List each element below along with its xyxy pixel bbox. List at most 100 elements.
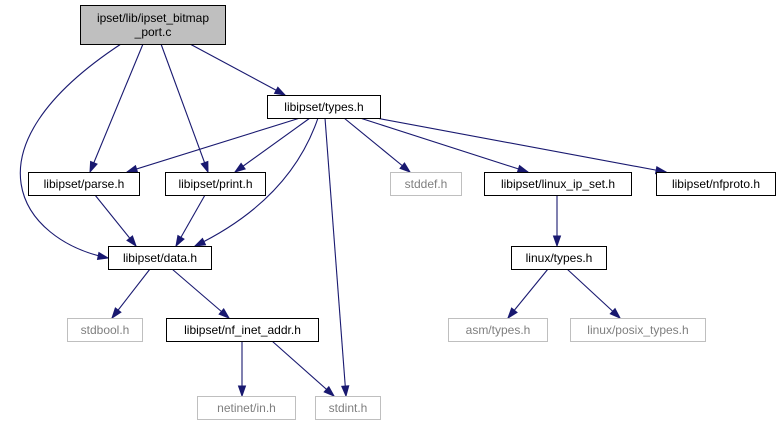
edge-types-to-stddef xyxy=(343,117,412,173)
arrowhead-icon xyxy=(89,160,98,174)
node-box xyxy=(448,318,548,342)
node-label: _port.c xyxy=(134,25,172,39)
node-box[interactable] xyxy=(28,172,140,196)
edge-line xyxy=(507,268,549,319)
edge-types-to-stdint xyxy=(324,117,350,398)
arrowhead-icon xyxy=(341,385,350,398)
node-box xyxy=(315,396,381,420)
arrowhead-icon xyxy=(273,86,287,96)
arrowhead-icon xyxy=(175,234,185,248)
node-parse[interactable]: libipset/parse.h xyxy=(28,172,140,196)
node-box[interactable] xyxy=(484,172,632,196)
node-asm-types: asm/types.h xyxy=(448,318,548,342)
node-root[interactable]: ipset/lib/ipset_bitmap_port.c xyxy=(80,5,226,45)
node-box[interactable] xyxy=(656,172,776,196)
node-data[interactable]: libipset/data.h xyxy=(108,246,212,270)
arrowhead-icon xyxy=(200,160,209,174)
node-stdbool: stdbool.h xyxy=(67,318,143,342)
edge-line xyxy=(171,268,230,319)
edge-data-to-stdbool xyxy=(111,268,151,320)
node-label: linux/posix_types.h xyxy=(587,323,688,337)
node-label: netinet/in.h xyxy=(217,401,276,415)
node-box xyxy=(197,396,296,420)
arrowhead-icon xyxy=(111,307,122,320)
edge-line xyxy=(359,117,529,173)
edge-line xyxy=(566,268,621,319)
edge-line xyxy=(194,117,319,247)
edge-line xyxy=(19,43,122,259)
edge-print-to-data xyxy=(175,194,206,248)
edge-line xyxy=(343,117,411,173)
node-nfproto[interactable]: libipset/nfproto.h xyxy=(656,172,776,196)
node-label: libipset/nfproto.h xyxy=(672,177,760,191)
node-box xyxy=(390,172,462,196)
node-label: stdbool.h xyxy=(81,323,130,337)
node-label: libipset/parse.h xyxy=(44,177,125,191)
arrowhead-icon xyxy=(609,307,622,320)
node-netinet-in: netinet/in.h xyxy=(197,396,296,420)
node-label: stddef.h xyxy=(405,177,448,191)
nodes-layer: ipset/lib/ipset_bitmap_port.c libipset/ty… xyxy=(28,5,776,420)
edge-types-to-print xyxy=(233,117,311,173)
node-label: libipset/linux_ip_set.h xyxy=(501,177,615,191)
edge-line xyxy=(234,117,311,173)
node-types[interactable]: libipset/types.h xyxy=(267,95,381,119)
arrowhead-icon xyxy=(126,235,137,248)
node-label: stdint.h xyxy=(329,401,368,415)
arrowhead-icon xyxy=(218,307,231,319)
edge-line xyxy=(89,43,144,173)
node-box[interactable] xyxy=(165,172,266,196)
node-print[interactable]: libipset/print.h xyxy=(165,172,266,196)
node-stddef: stddef.h xyxy=(390,172,462,196)
node-label: ipset/lib/ipset_bitmap xyxy=(97,11,209,25)
arrowhead-icon xyxy=(399,162,412,173)
node-linux-ip-set[interactable]: libipset/linux_ip_set.h xyxy=(484,172,632,196)
edge-line xyxy=(189,43,286,96)
node-label: asm/types.h xyxy=(466,323,531,337)
node-box[interactable] xyxy=(166,318,319,342)
arrowhead-icon xyxy=(552,235,562,248)
arrowhead-icon xyxy=(323,385,336,398)
node-label: libipset/types.h xyxy=(284,100,363,114)
edges-layer xyxy=(19,43,668,398)
node-label: libipset/data.h xyxy=(123,251,197,265)
node-box[interactable] xyxy=(267,95,381,119)
edge-root-to-print xyxy=(160,43,209,174)
edge-line xyxy=(126,117,301,173)
arrowhead-icon xyxy=(233,162,246,173)
node-box[interactable] xyxy=(108,246,212,270)
arrowhead-icon xyxy=(507,307,518,320)
node-posix-types: linux/posix_types.h xyxy=(570,318,706,342)
node-box xyxy=(67,318,143,342)
node-box[interactable] xyxy=(80,5,226,45)
edge-root-to-types xyxy=(189,43,287,96)
edge-line xyxy=(271,340,335,397)
edge-types-to-data xyxy=(193,117,319,247)
node-label: libipset/print.h xyxy=(178,177,252,191)
node-box xyxy=(570,318,706,342)
arrowhead-icon xyxy=(237,385,247,398)
edge-line xyxy=(160,43,209,173)
edge-nf_inet_addr-to-stdint xyxy=(271,340,336,398)
node-stdint: stdint.h xyxy=(315,396,381,420)
edge-linux_types-to-asm_types xyxy=(507,268,549,320)
edge-line xyxy=(94,194,137,247)
node-nf-inet-addr[interactable]: libipset/nf_inet_addr.h xyxy=(166,318,319,342)
node-label: linux/types.h xyxy=(526,251,593,265)
edge-linux_ip_set-to-linux_types xyxy=(552,195,562,248)
node-linux-types[interactable]: linux/types.h xyxy=(511,246,607,270)
arrowhead-icon xyxy=(193,237,207,247)
node-label: libipset/nf_inet_addr.h xyxy=(184,323,301,337)
edge-line xyxy=(324,117,347,397)
edge-root-to-parse xyxy=(89,43,144,174)
node-box[interactable] xyxy=(511,246,607,270)
edge-parse-to-data xyxy=(94,194,137,248)
edge-linux_types-to-posix_types xyxy=(566,268,622,320)
edge-data-to-nf_inet_addr xyxy=(171,268,231,319)
arrowhead-icon xyxy=(96,251,110,261)
edge-line xyxy=(375,117,667,173)
edge-nf_inet_addr-to-netinet_in xyxy=(237,341,247,398)
edge-root-to-data xyxy=(19,43,122,261)
